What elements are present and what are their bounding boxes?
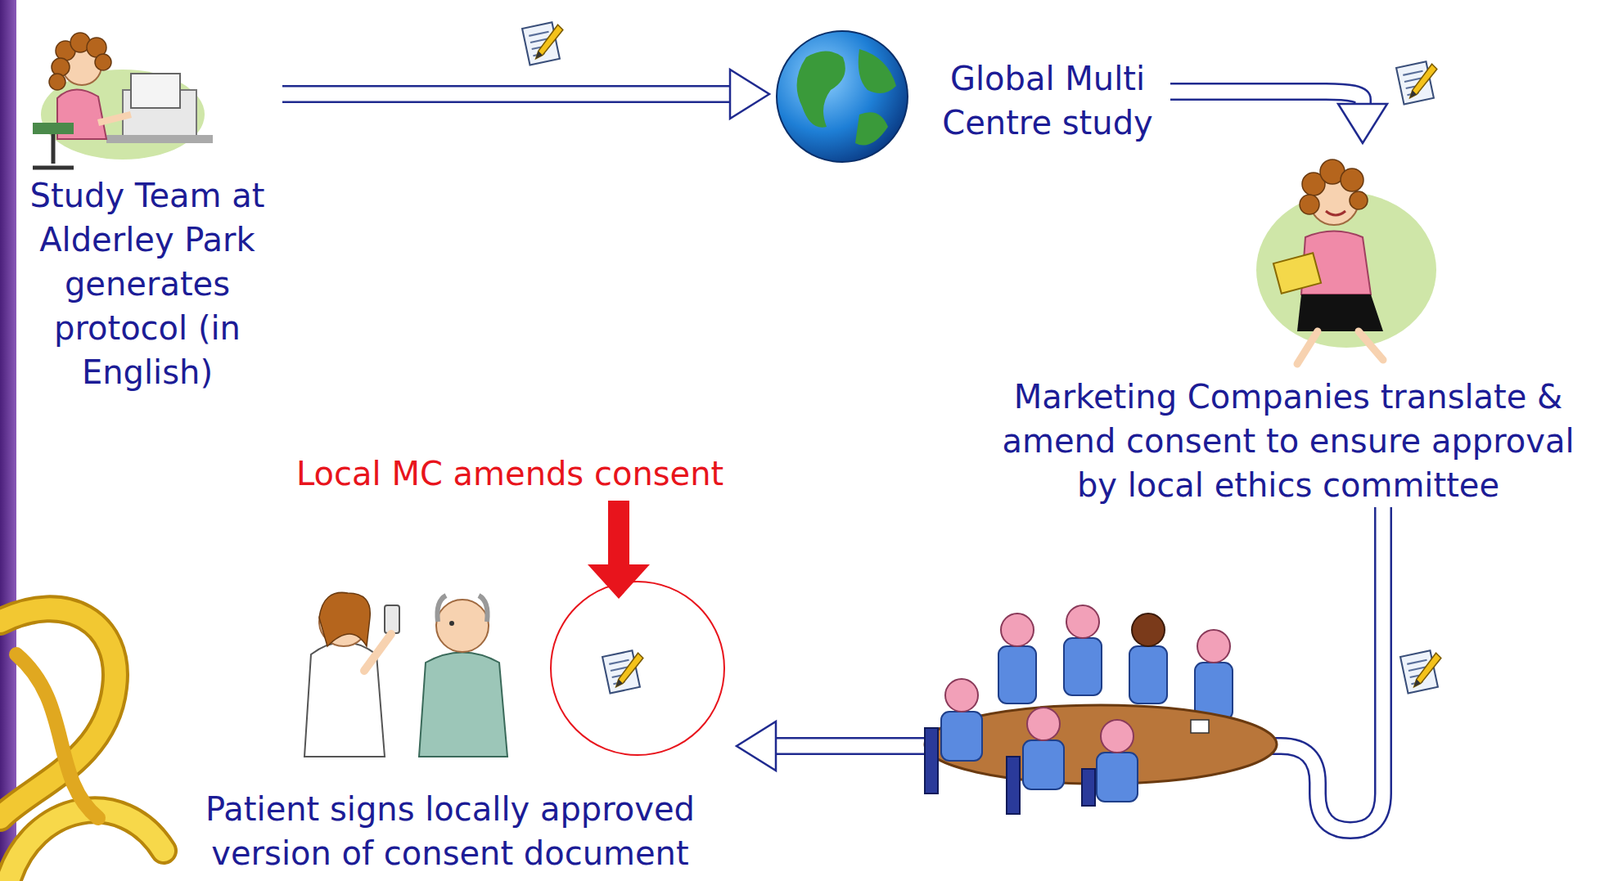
step-node: Patient signs locally approved version o… xyxy=(163,589,737,876)
red-arrow xyxy=(587,500,650,600)
flow-arrow xyxy=(1170,91,1388,144)
document-icon xyxy=(1396,61,1438,104)
flow-arrow xyxy=(736,507,1384,831)
document-icon xyxy=(1400,650,1442,694)
arrow-fill xyxy=(1170,91,1363,108)
step-node: Global Multi Centre study xyxy=(769,24,1171,176)
doctor-patient-figure xyxy=(304,592,508,758)
globe-icon xyxy=(776,31,908,163)
step-node: Marketing Companies translate & amend co… xyxy=(982,143,1595,508)
highlight-circle xyxy=(550,581,725,756)
study-team-figure xyxy=(32,32,213,168)
arrow-outline xyxy=(282,85,734,104)
arrow-head xyxy=(736,721,776,771)
arrow-fill xyxy=(282,87,734,102)
arrow-outline xyxy=(1170,91,1363,108)
document-icon xyxy=(522,22,564,65)
arrow-fill xyxy=(772,507,1384,831)
note-label: Local MC amends consent xyxy=(296,451,724,496)
flow-arrow xyxy=(282,69,770,119)
step-caption: Global Multi Centre study xyxy=(928,56,1167,145)
step-node: Study Team at Alderley Park generates pr… xyxy=(12,16,283,395)
arrow-head xyxy=(730,69,770,119)
arrow-outline xyxy=(772,507,1384,831)
step-caption: Study Team at Alderley Park generates pr… xyxy=(12,173,283,395)
step-caption: Patient signs locally approved version o… xyxy=(163,787,737,876)
ethics-committee-figure xyxy=(924,605,1277,815)
step-caption: Marketing Companies translate & amend co… xyxy=(982,374,1595,508)
marketing-figure xyxy=(1256,159,1437,365)
ribbon-logo xyxy=(0,608,164,881)
document-icon xyxy=(602,650,644,694)
side-band xyxy=(0,0,17,881)
arrow-head xyxy=(1338,103,1388,144)
